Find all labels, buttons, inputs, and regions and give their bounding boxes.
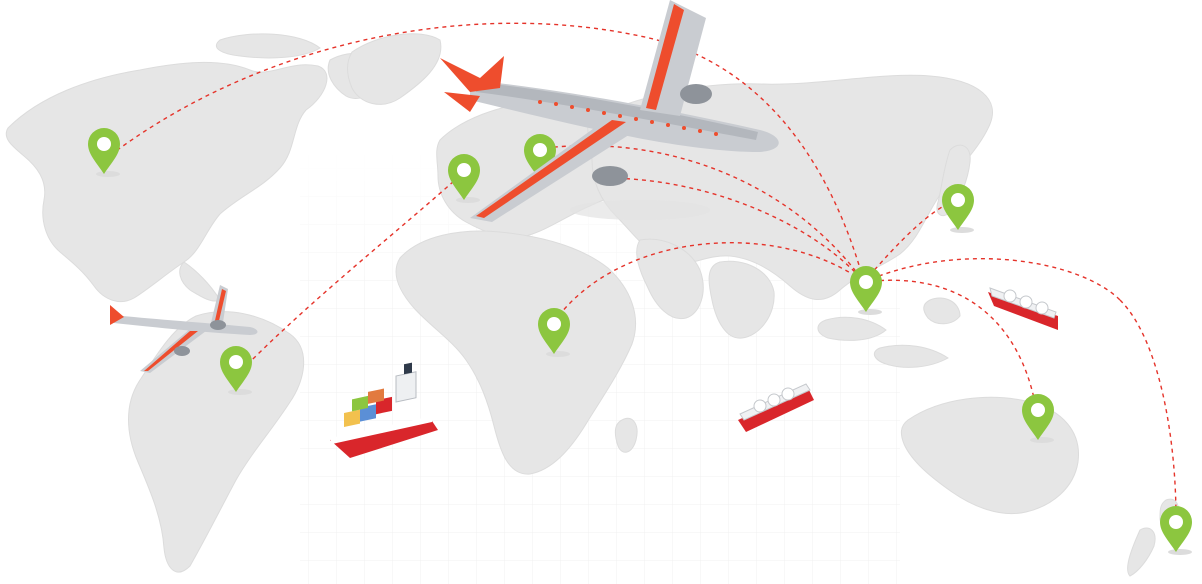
- cargo-ship-icon: [330, 362, 438, 458]
- route-africa-asia: [553, 242, 865, 323]
- route-na-east: [103, 22, 865, 283]
- route-sa-europe: [235, 171, 465, 377]
- continent-south-america: [128, 311, 305, 573]
- cargo-ship-icon: [738, 383, 814, 432]
- map-pin-icon: [220, 346, 252, 395]
- map-pin-icon: [850, 266, 882, 315]
- map-pin-icon: [1022, 394, 1054, 443]
- route-asia-pacific: [863, 258, 1121, 301]
- route-asia-nz: [1119, 299, 1177, 519]
- airplane-icon: [110, 285, 258, 373]
- airplane-icon: [440, 0, 779, 222]
- map-pin-icon: [448, 154, 480, 203]
- route-mideast-asia: [609, 177, 865, 283]
- cargo-ship-icon: [988, 287, 1058, 330]
- continent-north-america: [5, 61, 328, 302]
- map-pin-icon: [88, 128, 120, 177]
- world-map: [5, 33, 1179, 577]
- continent-africa: [395, 230, 636, 475]
- map-pin-icon: [942, 184, 974, 233]
- location-pins: [88, 128, 1192, 555]
- map-pin-icon: [1160, 506, 1192, 555]
- map-pin-icon: [538, 308, 570, 357]
- route-lines: [103, 22, 1177, 519]
- route-asia-australia: [863, 279, 1037, 409]
